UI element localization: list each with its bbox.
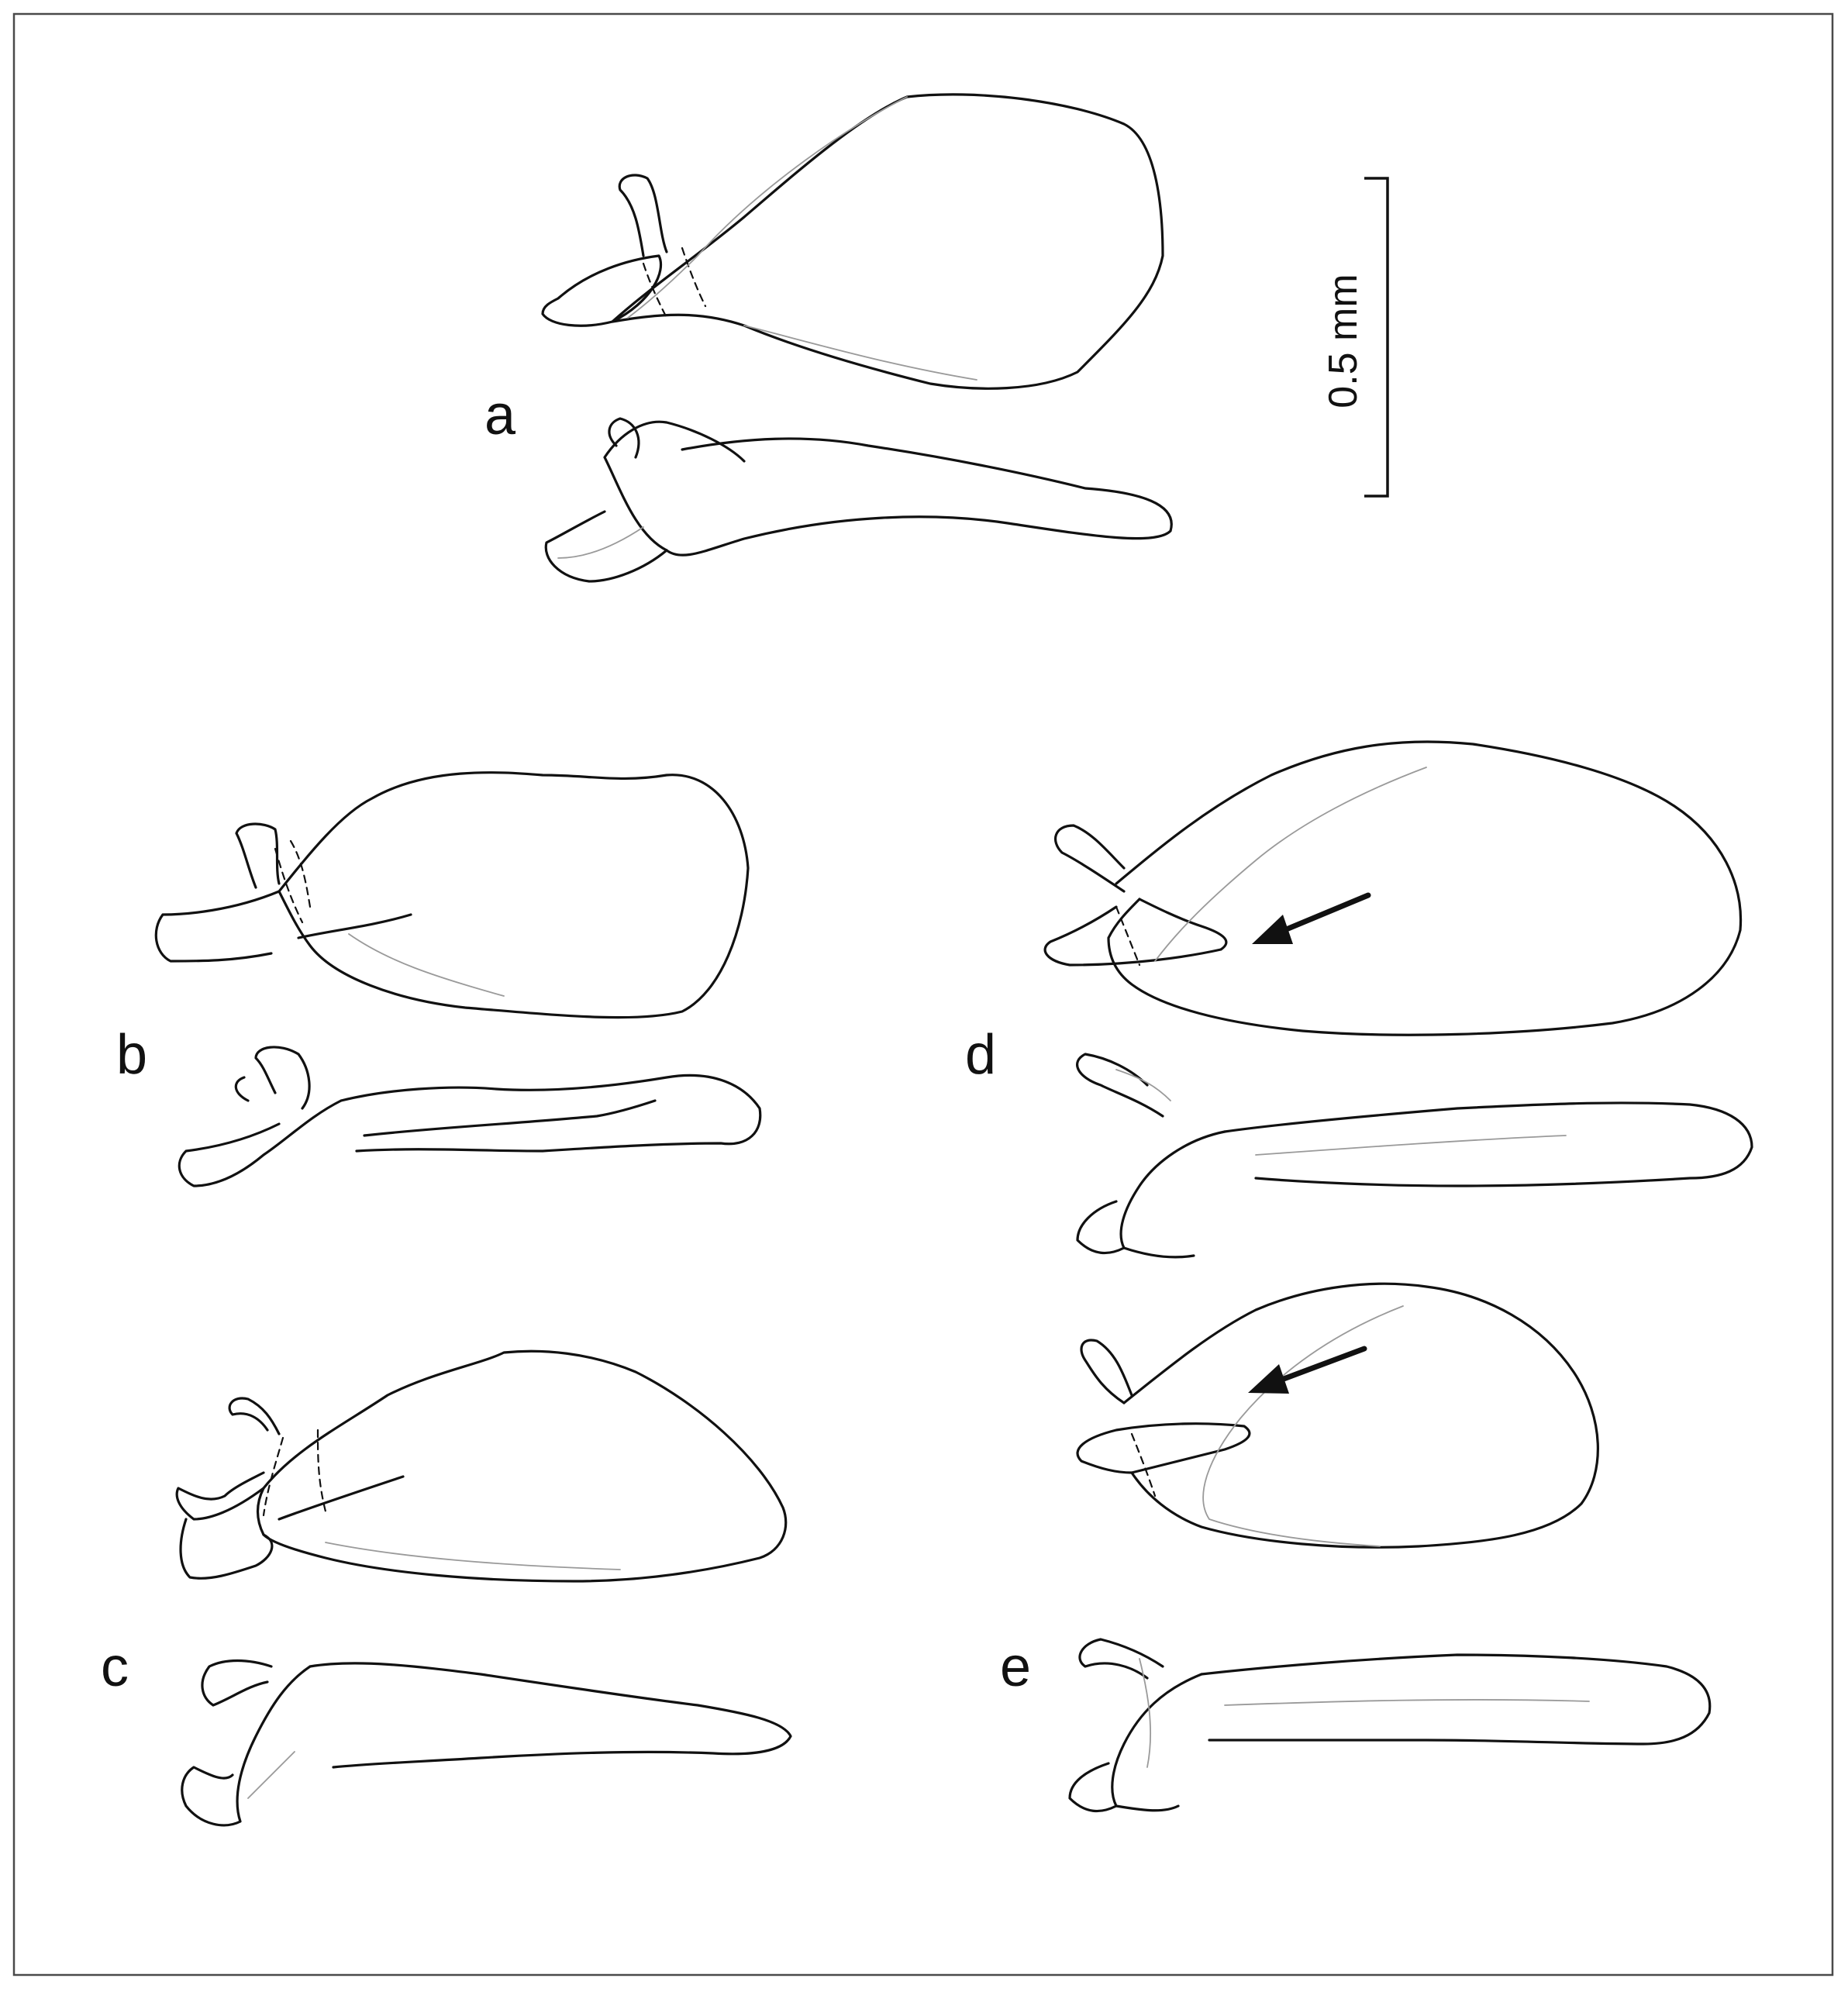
panel-b-label: b <box>116 1024 147 1086</box>
panel-a-upper-view <box>541 93 1164 390</box>
scale-bar: 0.5 mm <box>1321 177 1389 498</box>
panel-e-label: e <box>1000 1636 1031 1698</box>
panel-a-lower-view <box>544 417 1173 583</box>
scale-bar-label: 0.5 mm <box>1321 274 1366 408</box>
panel-a-label: a <box>484 384 516 446</box>
panel-a: a <box>484 93 1173 583</box>
panel-c-lower-view <box>181 1659 792 1827</box>
panel-e: e <box>1000 1282 1712 1813</box>
panel-b-lower-view <box>178 1046 762 1187</box>
panel-c-upper-view <box>175 1349 788 1583</box>
panel-c-label: c <box>101 1636 129 1698</box>
panel-d-arrow <box>1252 892 1371 944</box>
panel-d-upper-view <box>1043 740 1743 1036</box>
panel-e-arrow <box>1248 1346 1367 1394</box>
figure-frame <box>12 12 1834 1976</box>
panel-e-lower-view <box>1068 1638 1712 1813</box>
panel-e-upper-view <box>1076 1282 1599 1549</box>
panel-d-lower-view <box>1076 1053 1753 1259</box>
panel-d-label: d <box>965 1024 996 1086</box>
panel-d: d <box>965 740 1753 1259</box>
panel-c: c <box>101 1349 792 1827</box>
panel-b-upper-view <box>154 771 750 1019</box>
panel-b: b <box>116 771 762 1187</box>
